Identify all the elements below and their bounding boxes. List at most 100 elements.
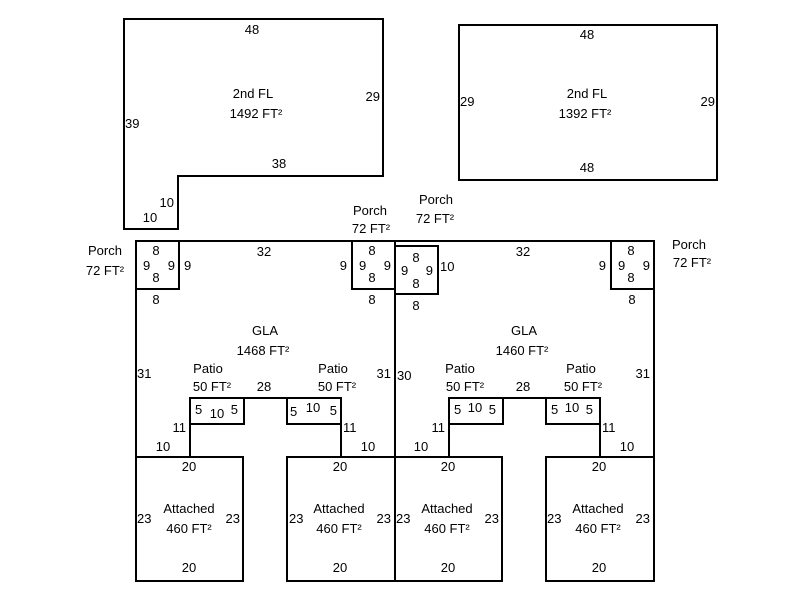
patio-1: Patio 50 FT² 5 10 5: [189, 361, 245, 425]
dim-label: 10: [565, 400, 579, 415]
dim-label: 9: [401, 263, 408, 278]
area-name: Patio: [193, 361, 223, 376]
dim-label: 5: [195, 402, 202, 417]
dim-label: 10: [306, 400, 320, 415]
dim-label: 23: [137, 511, 151, 526]
area-name: 2nd FL: [233, 86, 273, 101]
area-size: 460 FT²: [166, 521, 212, 536]
dim-label: 20: [592, 459, 606, 474]
garage-4-outline: [545, 456, 655, 582]
dim-label: 20: [182, 560, 196, 575]
garage-2: Attached 460 FT² 20 20 23 23: [286, 456, 396, 582]
dim-label: 48: [580, 160, 594, 175]
dim-label: 9: [184, 258, 191, 273]
dim-label: 9: [599, 258, 606, 273]
dim-label: 8: [627, 243, 634, 258]
dim-label: 9: [168, 258, 175, 273]
porch-3-outline: [394, 245, 439, 295]
dim-label: 5: [290, 404, 297, 419]
area-size: 72 FT²: [352, 221, 391, 236]
dim-label: 8: [368, 292, 375, 307]
patio-2: Patio 50 FT² 5 10 5: [286, 361, 357, 425]
dim-label: 8: [368, 243, 375, 258]
area-name: Patio: [318, 361, 348, 376]
dim-label: 20: [333, 560, 347, 575]
area-size: 1468 FT²: [237, 343, 290, 358]
patio-3-outline: [448, 397, 504, 425]
dim-label: 8: [412, 276, 419, 291]
porch-2: Porch 72 FT² 8 8 9 9: [351, 203, 396, 290]
dim-label: 8: [412, 298, 419, 313]
area-name: Patio: [445, 361, 475, 376]
dim-label: 5: [489, 402, 496, 417]
dim-label: 23: [289, 511, 303, 526]
dim-label: 11: [602, 420, 616, 435]
area-size: 50 FT²: [193, 379, 232, 394]
dim-label: 23: [226, 511, 240, 526]
area-name: Attached: [163, 501, 214, 516]
porch-3: Porch 72 FT² 8 8 9 9: [394, 192, 455, 295]
dim-label: 29: [701, 94, 715, 109]
dim-label: 11: [343, 420, 357, 435]
area-size: 50 FT²: [564, 379, 603, 394]
garage-4: Attached 460 FT² 20 20 23 23: [545, 456, 655, 582]
patio-2-outline: [286, 397, 342, 425]
garage-3-outline: [394, 456, 503, 582]
dim-label: 31: [636, 366, 650, 381]
patio-1-outline: [189, 397, 245, 425]
garage-1-outline: [135, 456, 244, 582]
dim-label: 23: [636, 511, 650, 526]
area-size: 460 FT²: [575, 521, 621, 536]
dim-label: 32: [516, 244, 530, 259]
dim-label: 32: [257, 244, 271, 259]
dim-label: 20: [182, 459, 196, 474]
area-size: 50 FT²: [446, 379, 485, 394]
dim-label: 5: [454, 402, 461, 417]
dim-label: 29: [366, 89, 380, 104]
area-size: 50 FT²: [318, 379, 357, 394]
porch-1-outline: [135, 240, 180, 290]
second-floor-left: 2nd FL 1492 FT² 48 39 29 38 10 10: [123, 18, 384, 230]
area-name: Attached: [421, 501, 472, 516]
dim-label: 8: [152, 243, 159, 258]
dim-label: 8: [627, 270, 634, 285]
dim-label: 20: [333, 459, 347, 474]
dim-label: 9: [143, 258, 150, 273]
area-name: 2nd FL: [567, 86, 607, 101]
patio-4-outline: [545, 397, 601, 425]
dim-label: 23: [485, 511, 499, 526]
dim-label: 8: [152, 270, 159, 285]
area-name: GLA: [511, 323, 537, 338]
dim-label: 5: [586, 402, 593, 417]
dim-label: 38: [272, 156, 286, 171]
area-size: 72 FT²: [416, 211, 455, 226]
porch-4: Porch 72 FT² 8 8 9 9: [610, 237, 712, 290]
area-name: Patio: [566, 361, 596, 376]
dim-label: 20: [441, 459, 455, 474]
area-name: Attached: [572, 501, 623, 516]
dim-label: 8: [368, 270, 375, 285]
dim-label: 10: [414, 439, 428, 454]
area-name: Porch: [88, 243, 122, 258]
dim-label: 11: [432, 420, 446, 435]
second-floor-right-outline: [458, 24, 718, 181]
area-name: Porch: [353, 203, 387, 218]
area-name: GLA: [252, 323, 278, 338]
porch-1: Porch 72 FT² 8 8 9 9: [86, 240, 180, 290]
dim-label: 11: [173, 420, 187, 435]
dim-label: 5: [231, 402, 238, 417]
garage-3: Attached 460 FT² 20 20 23 23: [394, 456, 503, 582]
dim-label: 39: [125, 116, 139, 131]
dim-label: 28: [516, 379, 530, 394]
area-size: 1392 FT²: [559, 106, 612, 121]
area-name: Porch: [419, 192, 453, 207]
gla-right: GLA 1460 FT² 32 30 31 28 11 11 10 10 10 …: [394, 240, 655, 458]
dim-label: 10: [210, 406, 224, 421]
dim-label: 5: [330, 403, 337, 418]
dim-label: 10: [468, 400, 482, 415]
dim-label: 9: [384, 258, 391, 273]
dim-label: 8: [628, 292, 635, 307]
dim-label: 5: [551, 402, 558, 417]
second-floor-left-outline: [123, 18, 384, 230]
